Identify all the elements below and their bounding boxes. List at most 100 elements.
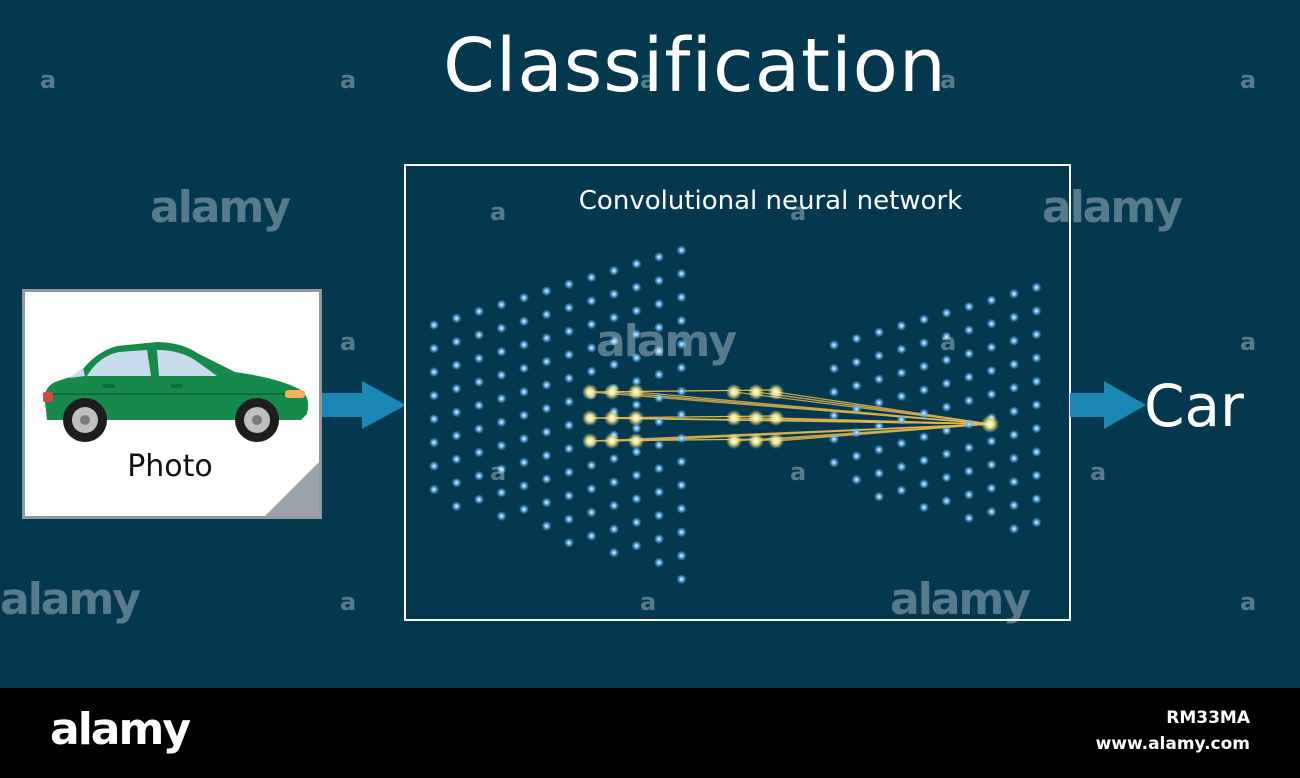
- network-node: [919, 314, 929, 325]
- input-arrow-icon: [322, 381, 406, 429]
- network-node: [676, 550, 687, 561]
- network-node: [964, 372, 974, 383]
- network-node: [654, 252, 664, 262]
- watermark-mark: a: [490, 458, 507, 486]
- network-node: [829, 457, 839, 468]
- network-node: [676, 574, 687, 585]
- network-node: [919, 337, 929, 348]
- network-node: [676, 480, 687, 491]
- network-node: [496, 417, 507, 428]
- network-node: [1009, 406, 1019, 417]
- network-node: [429, 437, 439, 448]
- network-node: [896, 461, 907, 472]
- network-node: [941, 308, 952, 318]
- network-node: [609, 500, 619, 511]
- network-node: [829, 363, 839, 374]
- network-node: [676, 503, 687, 514]
- network-node: [1009, 453, 1019, 464]
- network-node: [654, 463, 664, 474]
- network-node: [564, 420, 574, 431]
- watermark-mark: a: [940, 328, 957, 356]
- network-node: [829, 340, 839, 350]
- network-node: [519, 316, 529, 327]
- network-node: [1031, 493, 1042, 504]
- network-node: [1009, 523, 1019, 534]
- network-node: [654, 416, 664, 427]
- network-node: [1009, 312, 1019, 323]
- network-node: [676, 409, 687, 420]
- network-node: [941, 378, 952, 389]
- network-node: [631, 470, 642, 481]
- network-node: [564, 279, 574, 290]
- network-node: [654, 369, 664, 380]
- active-node: [604, 384, 620, 400]
- network-node: [541, 474, 552, 484]
- network-node: [519, 504, 529, 515]
- network-node: [519, 386, 529, 397]
- watermark-mark: a: [790, 198, 807, 226]
- network-node: [451, 383, 462, 394]
- network-node: [609, 312, 619, 323]
- network-node: [541, 450, 552, 461]
- watermark-mark: a: [340, 66, 357, 94]
- network-connection: [775, 417, 991, 425]
- network-node: [654, 557, 664, 568]
- network-node: [919, 408, 929, 419]
- network-node: [986, 365, 997, 376]
- watermark-mark: a: [1240, 588, 1257, 616]
- network-node: [676, 456, 687, 467]
- watermark: alamy: [1042, 182, 1183, 233]
- network-node: [586, 319, 597, 330]
- network-node: [1009, 359, 1019, 370]
- watermark-mark: a: [1090, 458, 1107, 486]
- network-node: [541, 380, 552, 390]
- active-node: [748, 410, 764, 426]
- network-node: [609, 359, 619, 370]
- network-node: [429, 343, 439, 354]
- network-node: [451, 430, 462, 441]
- active-node: [726, 384, 742, 400]
- network-node: [564, 537, 574, 548]
- network-node: [519, 480, 529, 491]
- footer-logo: alamy: [50, 704, 191, 755]
- network-node: [964, 419, 974, 430]
- active-node: [604, 410, 620, 426]
- network-node: [676, 386, 687, 397]
- watermark-mark: a: [40, 66, 57, 94]
- network-node: [896, 438, 907, 449]
- active-node: [726, 433, 742, 449]
- network-node: [874, 468, 884, 479]
- active-node: [582, 433, 598, 449]
- network-node: [986, 506, 997, 517]
- network-node: [654, 510, 664, 521]
- network-node: [829, 387, 839, 397]
- network-connection: [635, 391, 991, 425]
- network-node: [631, 329, 642, 340]
- network-node: [874, 444, 884, 455]
- active-node: [628, 410, 644, 426]
- network-node: [1009, 429, 1019, 440]
- active-node: [628, 384, 644, 400]
- active-node: [768, 433, 784, 449]
- network-node: [541, 521, 552, 531]
- network-node: [874, 397, 884, 408]
- stock-footer: alamy RM33MA www.alamy.com: [0, 688, 1300, 778]
- network-node: [451, 501, 462, 512]
- network-node: [919, 384, 929, 395]
- network-node: [851, 427, 862, 438]
- network-node: [964, 513, 974, 524]
- network-node: [874, 491, 884, 502]
- network-node: [941, 449, 952, 459]
- network-node: [1031, 282, 1042, 293]
- network-node: [496, 440, 507, 451]
- network-node: [541, 356, 552, 367]
- network-node: [874, 374, 884, 385]
- output-node: [981, 415, 999, 433]
- network-node: [654, 440, 664, 450]
- page-curl-corner: [264, 461, 319, 516]
- network-node: [851, 380, 862, 391]
- network-node: [1031, 423, 1042, 434]
- network-node: [541, 427, 552, 437]
- network-node: [941, 402, 952, 412]
- network-node: [609, 289, 619, 300]
